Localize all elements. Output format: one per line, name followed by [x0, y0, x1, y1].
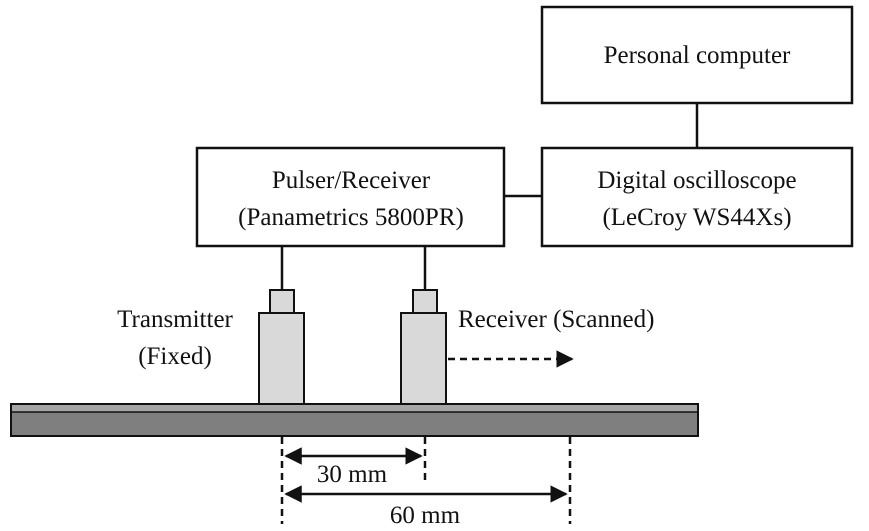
transmitter-label: Transmitter [117, 306, 233, 333]
dimension-30mm-label: 30 mm [317, 461, 388, 488]
transmitter-transducer [258, 289, 305, 405]
dimension-60mm-label: 60 mm [390, 502, 461, 529]
receiver-label: Receiver (Scanned) [458, 306, 654, 333]
oscilloscope-model-label: (LeCroy WS44Xs) [602, 204, 791, 231]
plate-specimen [10, 403, 699, 437]
oscilloscope-label: Digital oscilloscope [597, 167, 796, 194]
pulser-receiver-label: Pulser/Receiver [272, 167, 431, 194]
personal-computer-box: Personal computer [540, 5, 854, 105]
digital-oscilloscope-box: Digital oscilloscope (LeCroy WS44Xs) [540, 146, 854, 248]
pulser-receiver-model-label: (Panametrics 5800PR) [238, 204, 464, 231]
receiver-transducer [400, 289, 447, 405]
transmitter-fixed-label: (Fixed) [138, 343, 212, 370]
pulser-receiver-box: Pulser/Receiver (Panametrics 5800PR) [195, 146, 506, 248]
personal-computer-label: Personal computer [604, 42, 791, 69]
